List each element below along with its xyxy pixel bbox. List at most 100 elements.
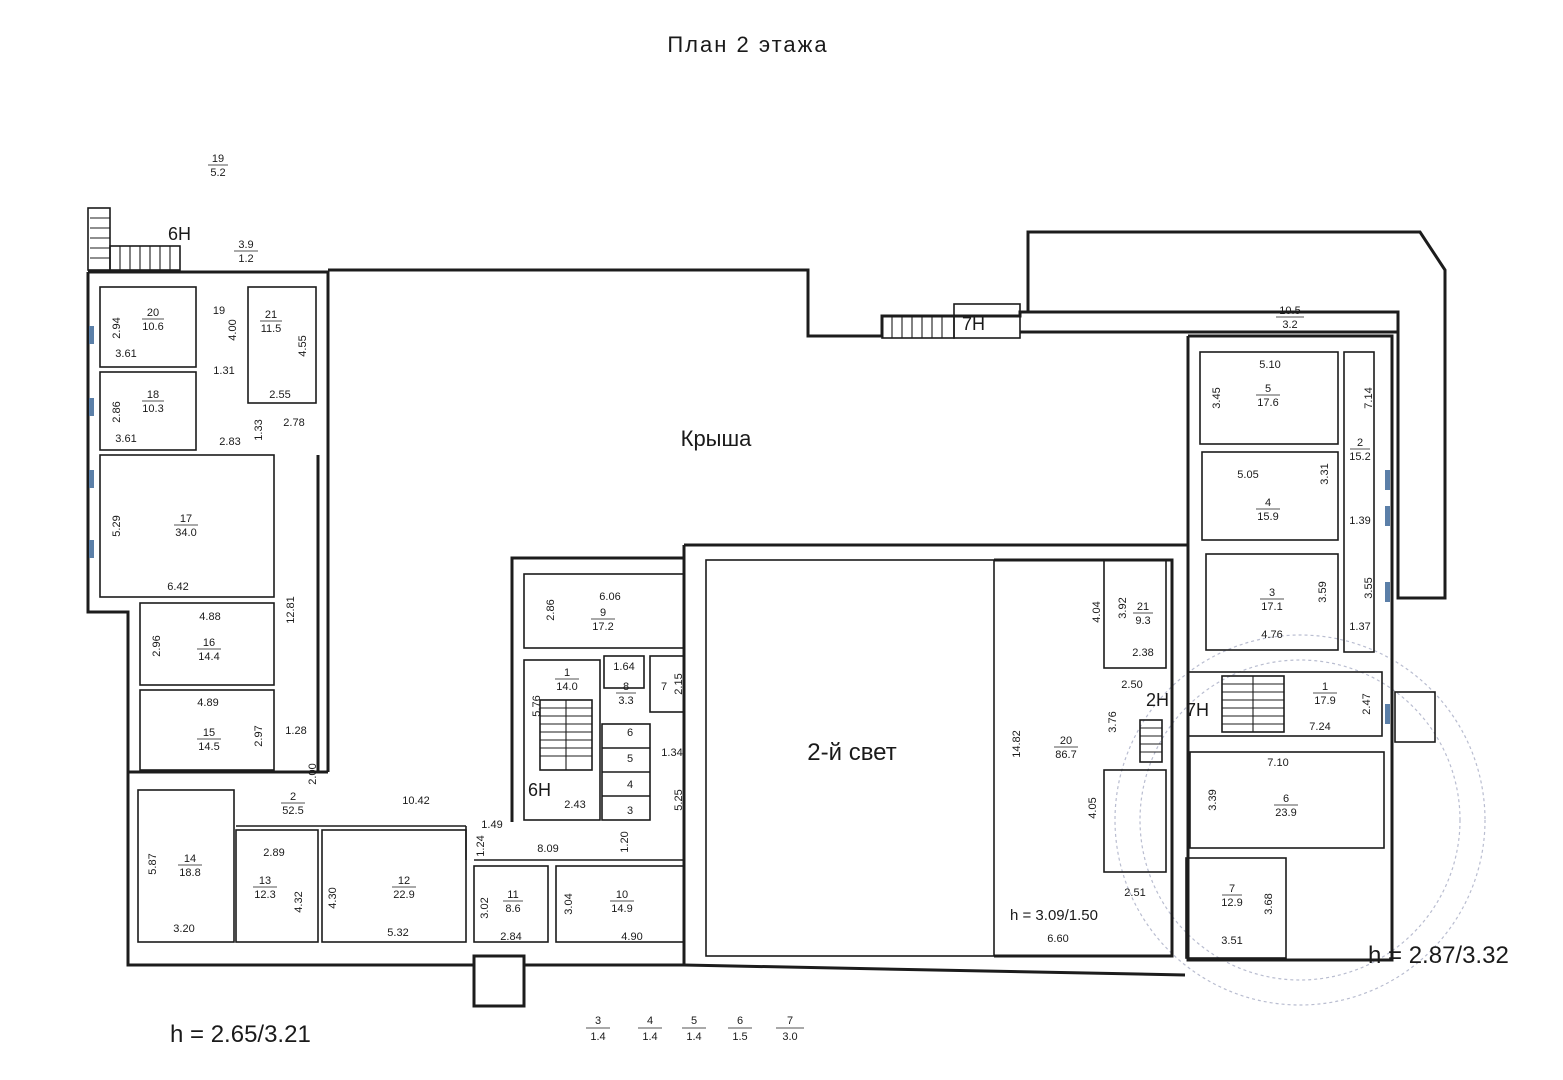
dimension: 5.32 xyxy=(387,927,408,939)
dimension: 3.61 xyxy=(115,348,136,360)
dimension: 2.86 xyxy=(111,401,123,422)
room-num: 1 xyxy=(564,667,570,679)
room-num: 18 xyxy=(147,389,159,401)
dimension: 1.20 xyxy=(619,831,631,852)
dimension: 7.10 xyxy=(1267,757,1288,769)
room-area: 34.0 xyxy=(175,527,196,539)
room-area: 18.8 xyxy=(179,867,200,879)
dimension: 3.39 xyxy=(1207,789,1219,810)
dimension: 5.76 xyxy=(531,695,543,716)
dimension: 2.38 xyxy=(1132,647,1153,659)
dimension: 2.89 xyxy=(263,847,284,859)
dimension: 3.59 xyxy=(1317,581,1329,602)
dimension: 2.50 xyxy=(1121,679,1142,691)
dimension: 2.96 xyxy=(151,635,163,656)
dimension: 3.02 xyxy=(479,897,491,918)
room-num: 12 xyxy=(398,875,410,887)
room-area: 22.9 xyxy=(393,889,414,901)
room-num: 21 xyxy=(265,309,277,321)
dimension: 2.55 xyxy=(269,389,290,401)
dimension: 2.15 xyxy=(673,673,685,694)
room-num: 3 xyxy=(1269,587,1275,599)
stair-centre xyxy=(539,699,593,771)
room-area: 3.2 xyxy=(1282,319,1297,331)
legend-num: 3 xyxy=(595,1015,601,1027)
room-area: 8.6 xyxy=(505,903,520,915)
dimension: 3.92 xyxy=(1117,597,1129,618)
dimension: 14.82 xyxy=(1011,730,1023,758)
second-light-label: 2-й свет xyxy=(807,739,896,766)
room-num: 10 xyxy=(616,889,628,901)
dimension: 4.55 xyxy=(297,335,309,356)
height-left: h = 2.65/3.21 xyxy=(170,1021,311,1048)
dimension: 6.42 xyxy=(167,581,188,593)
room-num: 15 xyxy=(203,727,215,739)
room-num: 2 xyxy=(290,791,296,803)
room-num: 20 xyxy=(147,307,159,319)
room-num: 2 xyxy=(1357,437,1363,449)
legend-area: 1.4 xyxy=(590,1031,605,1043)
room-num: 4 xyxy=(1265,497,1271,509)
dimension: 5.10 xyxy=(1259,359,1280,371)
room-num: 5 xyxy=(627,753,633,765)
dimension: 2.97 xyxy=(253,725,265,746)
legend-area: 1.5 xyxy=(732,1031,747,1043)
room-num: 19 xyxy=(212,153,224,165)
dimension: 3.20 xyxy=(173,923,194,935)
room-area: 5.2 xyxy=(210,167,225,179)
dimension: 1.24 xyxy=(475,835,487,856)
dimension: 4.30 xyxy=(327,887,339,908)
dimension: 1.34 xyxy=(661,747,682,759)
room-area: 10.6 xyxy=(142,321,163,333)
plan-title: План 2 этажа xyxy=(667,32,828,57)
building-walls xyxy=(86,230,1447,1008)
legend: 3 1.4 4 1.4 5 1.4 6 1.5 7 3.0 xyxy=(590,1015,797,1043)
dimension: 6.06 xyxy=(599,591,620,603)
dimension: 6.60 xyxy=(1047,933,1068,945)
dimension: 7.14 xyxy=(1363,387,1375,408)
legend-area: 3.0 xyxy=(782,1031,797,1043)
dimension: 4.05 xyxy=(1087,797,1099,818)
room-num: 17 xyxy=(180,513,192,525)
room-area: 14.9 xyxy=(611,903,632,915)
room-area: 14.5 xyxy=(198,741,219,753)
dimension: 4.04 xyxy=(1091,601,1103,622)
dimension: 3.04 xyxy=(563,893,575,914)
room-num: 11 xyxy=(507,889,518,901)
room-area: 15.9 xyxy=(1257,511,1278,523)
dimension: 2.78 xyxy=(283,417,304,429)
dimension: 4.76 xyxy=(1261,629,1282,641)
dimension: 3.55 xyxy=(1363,577,1375,598)
dimension: 5.29 xyxy=(111,515,123,536)
stair-tag-right-lower: 7Н xyxy=(1186,700,1209,720)
legend-num: 4 xyxy=(647,1015,653,1027)
dimension: 1.64 xyxy=(613,661,634,673)
room-area: 1.2 xyxy=(238,253,253,265)
room-area: 14.0 xyxy=(556,681,577,693)
dimension: 4.90 xyxy=(621,931,642,943)
dimension: 2.00 xyxy=(307,763,319,784)
room-area: 10.3 xyxy=(142,403,163,415)
dimension: 2.51 xyxy=(1124,887,1145,899)
dimension: 3.31 xyxy=(1319,463,1331,484)
stamp-watermark xyxy=(1114,634,1486,1006)
room-num: 20 xyxy=(1060,735,1072,747)
legend-num: 6 xyxy=(737,1015,743,1027)
dimension: 1.37 xyxy=(1349,621,1370,633)
room-area: 17.2 xyxy=(592,621,613,633)
dimension: 1.33 xyxy=(253,419,265,440)
dimension: 2.83 xyxy=(219,436,240,448)
room-num: 6 xyxy=(1283,793,1289,805)
dimension: 4.32 xyxy=(293,891,305,912)
room-area: 3.3 xyxy=(618,695,633,707)
room-num: 7 xyxy=(1229,883,1235,895)
room-num: 6 xyxy=(627,727,633,739)
windows xyxy=(89,326,1390,724)
dimension: 10.42 xyxy=(402,795,430,807)
dimension: 2.86 xyxy=(545,599,557,620)
room-num: 1 xyxy=(1322,681,1328,693)
dimension: 2.94 xyxy=(111,317,123,338)
dimension: 2.84 xyxy=(500,931,521,943)
room-num: 19 xyxy=(213,305,225,317)
